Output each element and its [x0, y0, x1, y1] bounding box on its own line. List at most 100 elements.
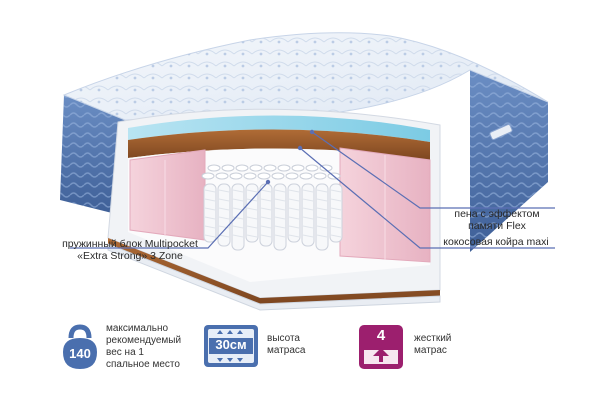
- firmness-value: 4: [376, 327, 386, 344]
- spring-coil-line: [274, 198, 286, 202]
- spring-coil-line: [218, 189, 230, 193]
- spring-coil-line: [260, 234, 272, 238]
- firmness-arrow-icon: [359, 325, 403, 369]
- callout-spring-block-line2: «Extra Strong» 3 Zone: [77, 250, 183, 262]
- spring-coil-line: [302, 225, 314, 229]
- spring-cap: [277, 164, 291, 172]
- spring-cap: [299, 172, 313, 180]
- height-caption: высота матраса: [267, 333, 305, 357]
- spring-coil-line: [204, 225, 216, 229]
- spring-coil-line: [274, 234, 286, 238]
- callout-coconut-line1: кокосовая койра maxi: [443, 236, 549, 248]
- callout-spring-block-line1: пружинный блок Multipocket: [62, 238, 198, 250]
- spring-coil-line: [316, 198, 328, 202]
- spring-coil-line: [288, 234, 300, 238]
- spring-coil-line: [246, 216, 258, 220]
- callout-coconut: кокосовая койра maxi: [430, 236, 562, 248]
- spring-coil-line: [330, 207, 342, 211]
- spring-coil-line: [316, 189, 328, 193]
- spring-coil-line: [204, 216, 216, 220]
- spring-coil-line: [218, 198, 230, 202]
- feature-firmness: 4 жесткий матрас: [358, 322, 498, 372]
- spring-coil-line: [302, 234, 314, 238]
- spring-cap: [229, 172, 243, 180]
- spring-coil-line: [288, 225, 300, 229]
- callout-memory-foam: пена с эффектом памяти Flex: [434, 208, 560, 232]
- firmness-caption: жесткий матрас: [414, 333, 451, 357]
- callout-memory-foam-line1: пена с эффектом: [454, 208, 540, 220]
- spring-coil-line: [330, 234, 342, 238]
- spring-coil-line: [204, 198, 216, 202]
- spring-cap: [235, 164, 249, 172]
- spring-cap: [249, 164, 263, 172]
- spring-coil-line: [204, 234, 216, 238]
- spring-coil-line: [302, 189, 314, 193]
- spring-coil-line: [218, 234, 230, 238]
- spring-coil-line: [274, 216, 286, 220]
- spring-cap: [257, 172, 271, 180]
- spring-coil-line: [232, 189, 244, 193]
- spring-coil-line: [232, 216, 244, 220]
- spring-coil-line: [246, 225, 258, 229]
- spring-coil-line: [330, 225, 342, 229]
- spring-coil-line: [288, 189, 300, 193]
- spring-cap: [201, 172, 215, 180]
- spring-coil-line: [218, 216, 230, 220]
- spring-coil-line: [316, 234, 328, 238]
- spring-coil-line: [232, 225, 244, 229]
- spring-coil-line: [204, 189, 216, 193]
- spring-coil-line: [260, 207, 272, 211]
- spring-coil-line: [302, 207, 314, 211]
- spring-cap: [313, 172, 327, 180]
- spring-coil-line: [274, 189, 286, 193]
- spring-pocket: [203, 183, 217, 243]
- spring-cap: [263, 164, 277, 172]
- feature-max-weight: 140 максимально рекомендуемый вес на 1 с…: [50, 322, 200, 382]
- spring-coil-line: [302, 198, 314, 202]
- foam-perimeter-left: [129, 149, 206, 241]
- spring-pocket: [329, 183, 343, 243]
- memory-foam-layer: [128, 115, 430, 142]
- firmness-line2: матрас: [414, 345, 447, 356]
- leader-coconut: [299, 147, 555, 249]
- spring-coil-line: [246, 189, 258, 193]
- spring-coil-line: [260, 198, 272, 202]
- spring-coil-line: [260, 189, 272, 193]
- spring-coil-line: [316, 216, 328, 220]
- spring-coil-line: [246, 207, 258, 211]
- spring-coil-line: [260, 216, 272, 220]
- feature-height: 30см высота матраса: [203, 322, 343, 372]
- spring-coil-line: [288, 198, 300, 202]
- spring-cap: [285, 172, 299, 180]
- callout-memory-foam-line2: памяти Flex: [468, 220, 526, 232]
- max-weight-line1: максимально: [106, 323, 169, 334]
- spring-coil-line: [330, 216, 342, 220]
- spring-coil-line: [316, 225, 328, 229]
- spring-coil-line: [302, 216, 314, 220]
- max-weight-caption: максимально рекомендуемый вес на 1 спаль…: [106, 323, 181, 371]
- spring-pocket: [245, 183, 259, 243]
- height-line1: высота: [267, 333, 300, 344]
- height-arrows-icon: [204, 325, 258, 367]
- spring-coil-line: [232, 207, 244, 211]
- spring-coil-line: [232, 198, 244, 202]
- spring-coil-line: [260, 225, 272, 229]
- spring-coil-line: [330, 198, 342, 202]
- kettlebell-icon: [63, 324, 97, 369]
- max-weight-value: 140: [69, 346, 91, 361]
- spring-coil-line: [232, 234, 244, 238]
- leader-memory-foam: [311, 131, 555, 209]
- spring-pocket: [287, 183, 301, 243]
- spring-coil-line: [246, 234, 258, 238]
- spring-cap: [291, 164, 305, 172]
- spring-cap: [271, 172, 285, 180]
- coconut-layer-top: [128, 129, 430, 160]
- height-line2: матраса: [267, 345, 306, 356]
- spring-cap: [207, 164, 221, 172]
- spring-coil-line: [274, 207, 286, 211]
- callout-leader-lines: [70, 131, 555, 249]
- spring-coil-line: [288, 216, 300, 220]
- spring-cap: [305, 164, 319, 172]
